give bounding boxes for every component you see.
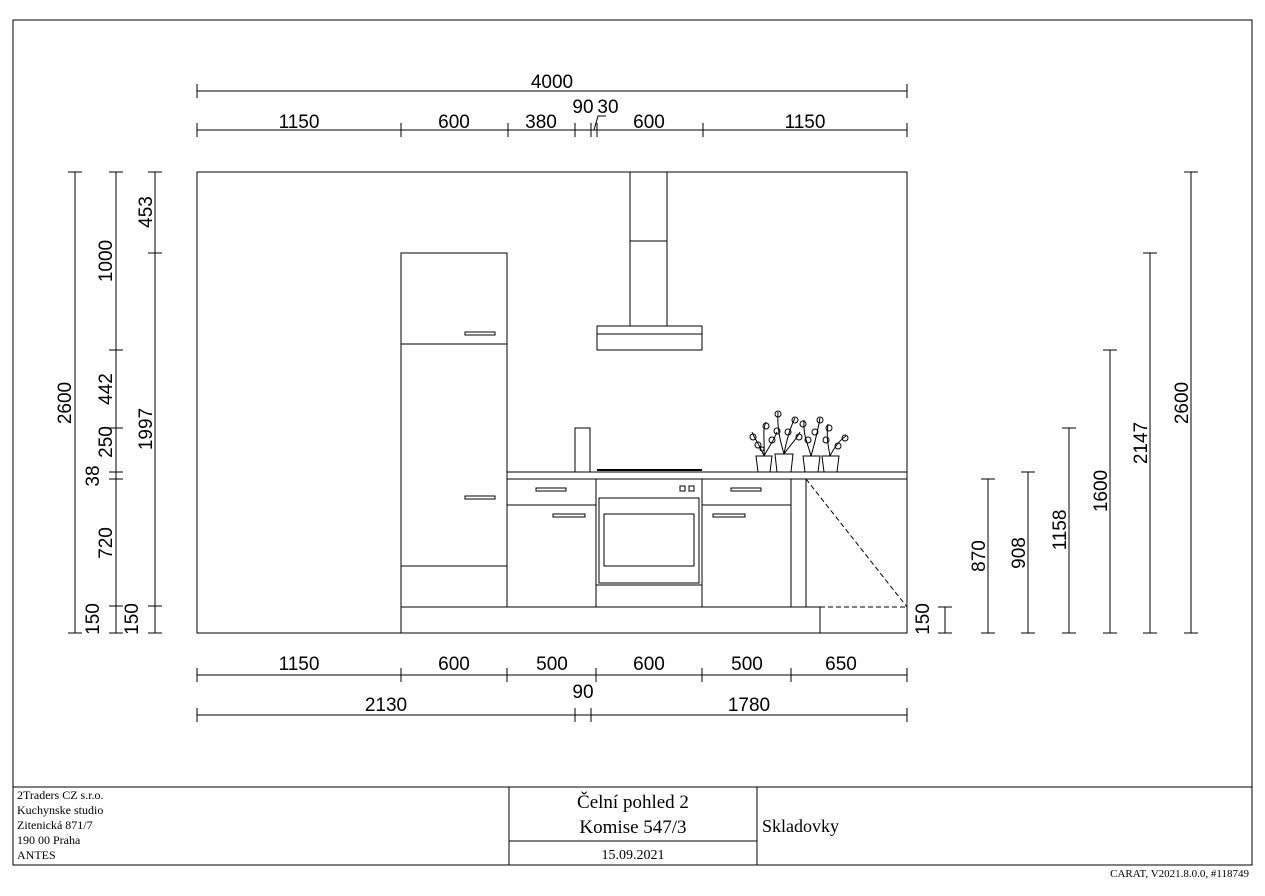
dim-bottom-5: 500 <box>731 654 763 675</box>
dim-right-plinth: 150 <box>913 603 934 635</box>
dim-bottom-1: 1150 <box>279 654 320 675</box>
hood-chimney <box>630 172 667 326</box>
potted-plants <box>749 410 849 473</box>
right-dimensions <box>938 172 1198 633</box>
kitchen-elevation <box>197 172 907 633</box>
dim-left-total: 2600 <box>55 382 76 424</box>
tall-cabinet-handle-bottom <box>465 496 495 499</box>
dim-left-mid-2: 442 <box>96 373 117 405</box>
company-line-5: ANTES <box>17 848 56 862</box>
dim-left-mid-6: 150 <box>83 603 104 635</box>
title-block <box>13 787 1252 865</box>
wall-outline <box>197 172 907 633</box>
dim-left-mid-4: 38 <box>83 465 104 486</box>
worktop-item <box>575 428 590 472</box>
base-right-door-handle <box>713 514 745 517</box>
drawing-date: 15.09.2021 <box>602 848 665 863</box>
company-line-4: 190 00 Praha <box>17 833 81 847</box>
dim-right-h6: 2600 <box>1172 382 1193 424</box>
left-dimensions <box>68 172 162 633</box>
dim-right-h3: 1158 <box>1050 510 1071 551</box>
top-dimensions <box>197 84 907 137</box>
dim-bottom-row2-2: 1780 <box>728 695 770 716</box>
base-cabinet-right <box>702 479 791 607</box>
dim-right-h4: 1600 <box>1091 470 1112 512</box>
dim-left-inner-1: 453 <box>136 196 157 228</box>
dim-top-seg-4: 90 <box>572 97 593 118</box>
company-line-1: 2Traders CZ s.r.o. <box>17 788 104 802</box>
commission-number: Komise 547/3 <box>579 817 686 838</box>
dim-bottom-2: 600 <box>438 654 470 675</box>
dim-top-seg-7: 1150 <box>785 112 826 133</box>
dim-bottom-6: 650 <box>825 654 857 675</box>
dim-left-inner-2: 1997 <box>136 408 157 450</box>
dim-left-mid-1: 1000 <box>96 240 117 282</box>
base-left-door-handle <box>553 514 585 517</box>
hood-canopy <box>597 326 702 350</box>
worktop <box>507 472 907 479</box>
dim-left-mid-3: 250 <box>96 426 117 458</box>
project-note: Skladovky <box>762 816 839 836</box>
software-version: CARAT, V2021.8.0.0, #118749 <box>1110 868 1249 880</box>
company-line-3: Zitenická 871/7 <box>17 818 93 832</box>
dim-right-h2: 908 <box>1009 537 1030 569</box>
view-title: Čelní pohled 2 <box>577 791 689 813</box>
dim-bottom-gap: 90 <box>572 682 593 703</box>
side-panel <box>791 479 806 607</box>
dim-left-mid-5: 720 <box>96 527 117 559</box>
dim-top-seg-6: 600 <box>633 112 665 133</box>
base-right-drawer-handle <box>731 488 761 491</box>
base-cabinet-left <box>507 479 596 607</box>
dim-right-h1: 870 <box>969 540 990 572</box>
tall-cabinet-handle-top <box>465 332 495 335</box>
bottom-dimensions <box>197 668 907 722</box>
dim-top-seg-3: 380 <box>525 112 557 133</box>
dim-top-seg-5: 30 <box>597 97 618 118</box>
base-left-drawer-handle <box>536 488 566 491</box>
dim-top-seg-1: 1150 <box>279 112 320 133</box>
dim-right-h5: 2147 <box>1131 422 1152 464</box>
company-line-2: Kuchynske studio <box>17 803 103 817</box>
dim-bottom-row2-1: 2130 <box>365 695 407 716</box>
dim-top-seg-2: 600 <box>438 112 470 133</box>
dim-bottom-3: 500 <box>536 654 568 675</box>
dim-top-total: 4000 <box>531 72 573 93</box>
dim-bottom-4: 600 <box>633 654 665 675</box>
drawing-frame <box>13 20 1252 865</box>
dim-left-inner-3: 150 <box>122 603 143 635</box>
plinth <box>401 607 820 633</box>
tall-cabinet <box>401 253 507 607</box>
